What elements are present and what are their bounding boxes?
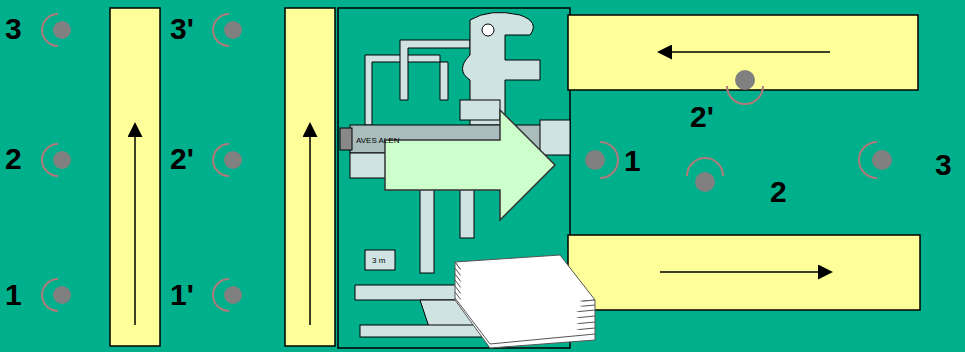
- position-markers: [42, 14, 892, 311]
- callout-number: 1: [624, 144, 641, 178]
- callout-number: 3: [5, 12, 22, 46]
- conveyor-bar: [568, 235, 920, 310]
- machine-text: AVES ALEN: [356, 136, 399, 145]
- callout-number: 2': [170, 142, 194, 176]
- callout-number: 1': [170, 278, 194, 312]
- callout-number: 1: [5, 278, 22, 312]
- callout-number: 2': [690, 100, 714, 134]
- paper-stack: [455, 255, 595, 348]
- machine-text: 3 m: [372, 256, 385, 265]
- conveyor-bar: [568, 15, 918, 90]
- callout-number: 2: [5, 142, 22, 176]
- conveyor-bar: [285, 8, 335, 346]
- flow-arrow: [385, 110, 555, 220]
- conveyor-bar: [110, 8, 160, 346]
- callout-number: 3': [170, 12, 194, 46]
- callout-number: 2: [770, 175, 787, 209]
- callout-number: 3: [935, 148, 952, 182]
